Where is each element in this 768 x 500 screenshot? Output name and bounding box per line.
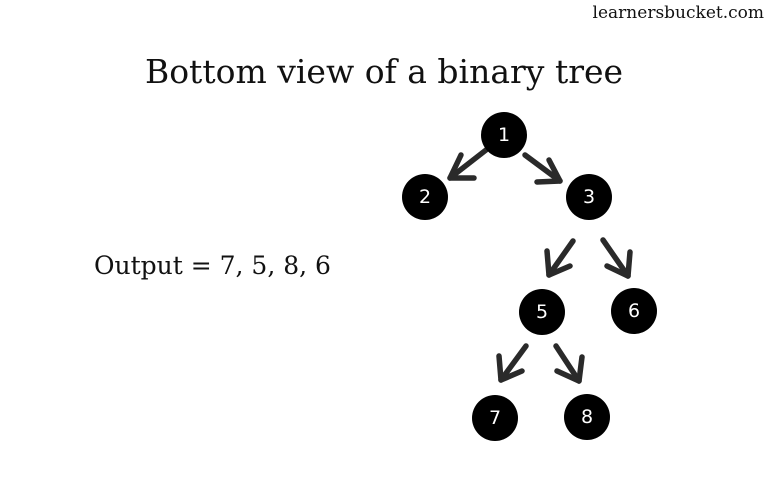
edge-1-3-arrow bbox=[522, 152, 563, 185]
node-label: 7 bbox=[489, 407, 501, 429]
node-label: 3 bbox=[583, 186, 595, 208]
tree-nodes: 1 2 3 5 6 7 8 bbox=[402, 112, 657, 441]
node-3: 3 bbox=[566, 174, 612, 220]
node-label: 1 bbox=[498, 124, 510, 146]
node-label: 2 bbox=[419, 186, 431, 208]
edge-1-2-arrow bbox=[447, 147, 489, 181]
node-2: 2 bbox=[402, 174, 448, 220]
node-7: 7 bbox=[472, 395, 518, 441]
edge-3-6-arrow bbox=[600, 237, 633, 279]
node-1: 1 bbox=[481, 112, 527, 158]
output-text: Output = 7, 5, 8, 6 bbox=[94, 251, 331, 280]
edge-3-5-arrow bbox=[544, 238, 576, 278]
page-title: Bottom view of a binary tree bbox=[144, 52, 624, 91]
edge-5-8-arrow bbox=[553, 343, 585, 384]
watermark: learnersbucket.com bbox=[592, 3, 764, 23]
node-5: 5 bbox=[519, 289, 565, 335]
node-label: 5 bbox=[536, 301, 548, 323]
tree-edges bbox=[447, 147, 633, 384]
node-6: 6 bbox=[611, 288, 657, 334]
node-label: 6 bbox=[628, 300, 640, 322]
node-label: 8 bbox=[581, 406, 593, 428]
node-8: 8 bbox=[564, 394, 610, 440]
edge-5-7-arrow bbox=[496, 343, 529, 383]
